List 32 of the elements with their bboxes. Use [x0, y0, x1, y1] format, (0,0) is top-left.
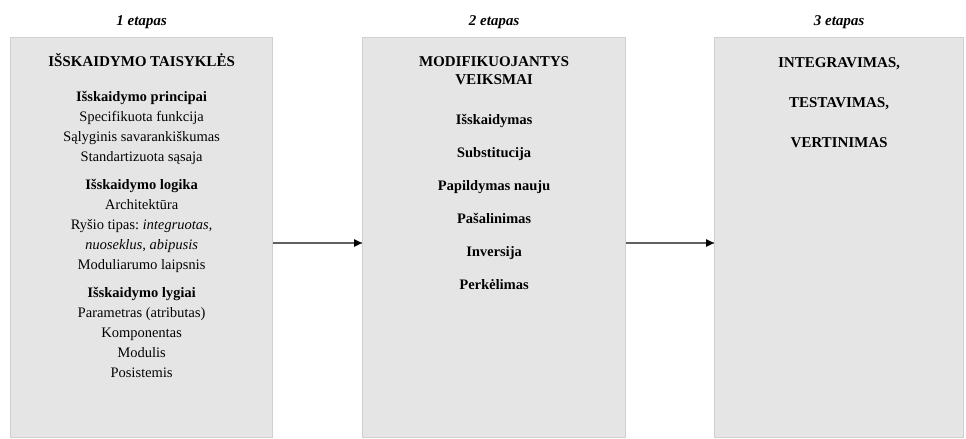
box-title: MODIFIKUOJANTYS VEIKSMAI [418, 53, 570, 89]
action-item: Perkėlimas [459, 276, 529, 295]
list-item: Moduliarumo laipsnis [76, 256, 206, 275]
box-title: IŠSKAIDYMO TAISYKLĖS [47, 53, 236, 71]
stage-title: TESTAVIMAS, [789, 94, 889, 113]
list-item: Standartizuota sąsaja [80, 148, 204, 167]
list-item: Ryšio tipas: integruotas, nuoseklus, abipusis [70, 216, 214, 255]
stage-label: 2 etapas [468, 12, 520, 30]
arrow [273, 239, 362, 247]
list-item: Modulis [116, 344, 167, 363]
list-item: Sąlyginis savarankiškumas [62, 128, 221, 147]
list-item: Posistemis [109, 364, 174, 383]
action-item: Substitucija [456, 144, 532, 163]
stage-label: 3 etapas [812, 12, 866, 30]
stage-label: 1 etapas [115, 12, 168, 30]
action-item: Inversija [466, 243, 522, 262]
list-item: Architektūra [104, 196, 180, 215]
stage-title: VERTINIMAS [790, 134, 888, 153]
list-item: Specifikuota funkcija [78, 108, 205, 127]
arrow [626, 239, 714, 247]
section-heading: Išskaidymo logika [85, 176, 198, 195]
stage-box [362, 37, 626, 438]
list-item: Komponentas [100, 324, 183, 343]
action-item: Papildymas nauju [438, 177, 550, 196]
stage-box [10, 37, 273, 438]
stage-title: INTEGRAVIMAS, [778, 54, 900, 73]
stage-box [714, 37, 964, 438]
section-heading: Išskaidymo principai [76, 88, 207, 107]
action-item: Pašalinimas [456, 210, 532, 229]
list-item: Parametras (atributas) [76, 304, 206, 323]
section-heading: Išskaidymo lygiai [87, 284, 196, 303]
action-item: Išskaidymas [456, 111, 532, 130]
